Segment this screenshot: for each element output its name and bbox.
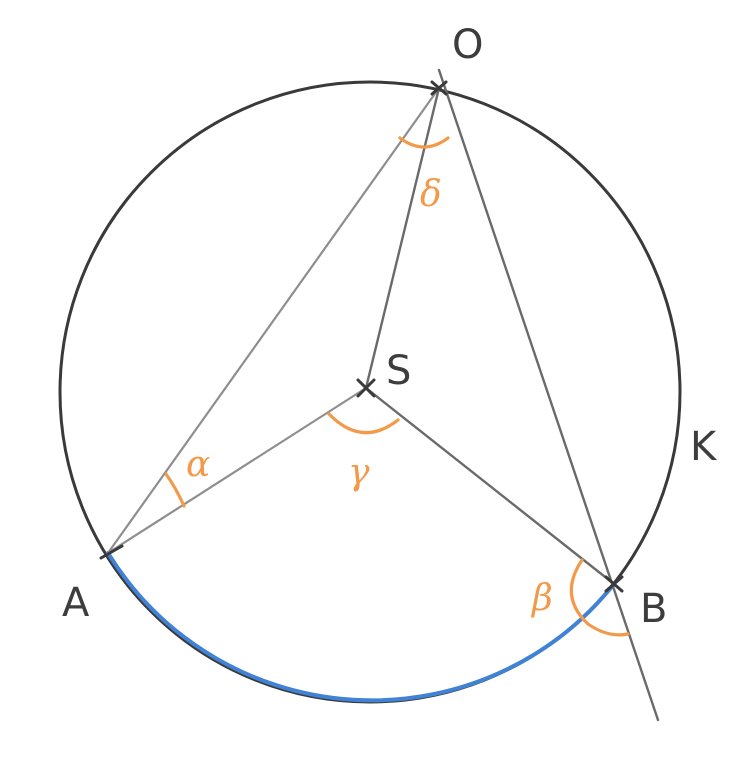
line-ob-extended <box>437 68 660 722</box>
angle-gamma-arc <box>327 412 400 435</box>
label-angle-beta: β <box>530 578 553 619</box>
point-a-marker <box>99 544 124 560</box>
point-s-marker <box>356 378 376 398</box>
label-circle-k: K <box>690 424 718 470</box>
point-b-marker <box>604 575 624 593</box>
angle-beta-arc <box>569 558 630 637</box>
label-point-o: O <box>452 22 483 68</box>
segment-oa <box>106 86 441 555</box>
label-angle-delta: δ <box>420 174 442 215</box>
label-angle-gamma: γ <box>348 452 370 493</box>
angle-alpha-arc <box>164 472 186 508</box>
segment-sa <box>106 386 368 555</box>
arc-ab-highlight <box>106 551 616 703</box>
segment-os <box>364 86 441 390</box>
label-point-b: B <box>640 586 667 632</box>
label-point-s: S <box>386 348 411 394</box>
angle-delta-arc <box>398 136 450 149</box>
label-point-a: A <box>62 580 90 626</box>
point-o-marker <box>430 80 448 96</box>
label-angle-alpha: α <box>186 444 210 485</box>
segment-sb <box>364 386 616 586</box>
